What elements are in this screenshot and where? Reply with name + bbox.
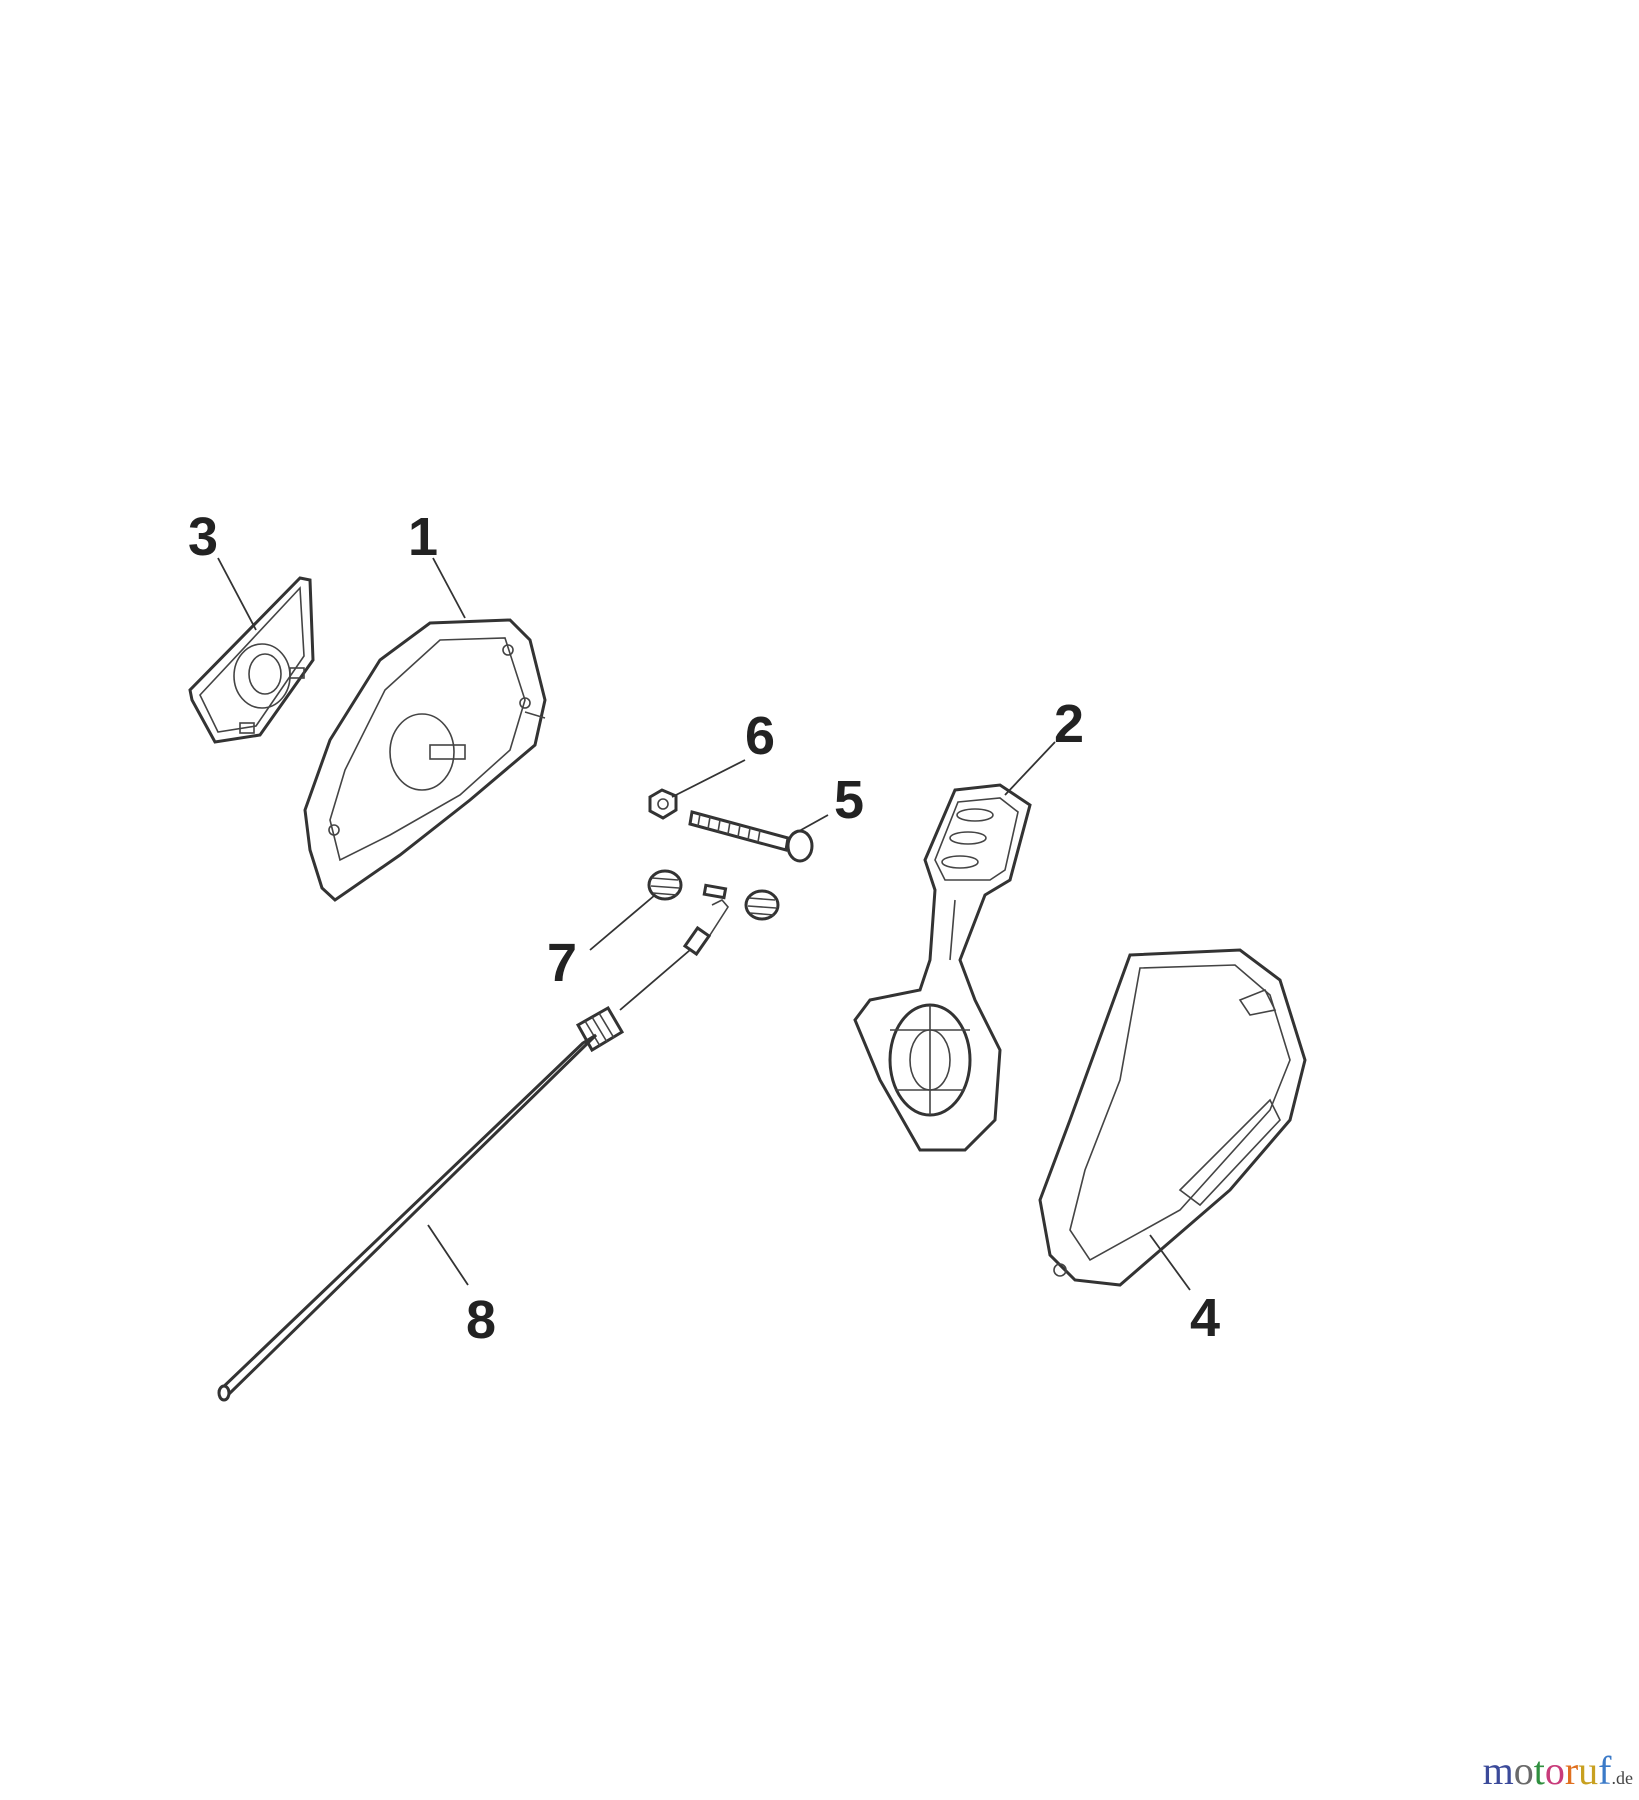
part-label-8: 8 (466, 1290, 496, 1350)
part-label-5: 5 (834, 770, 864, 830)
part-2-lever (853, 783, 1032, 1152)
leader-line-7 (589, 894, 656, 951)
motoruf-watermark-logo: motoruf.de (1482, 1748, 1633, 1793)
part-label-7: 7 (547, 933, 577, 993)
leader-line-8 (427, 1224, 469, 1286)
part-label-4: 4 (1190, 1288, 1220, 1348)
part-label-1: 1 (408, 507, 438, 567)
part-label-2: 2 (1054, 694, 1084, 754)
leader-line-3 (217, 557, 257, 631)
part-label-6: 6 (745, 706, 775, 766)
part-7-springs (647, 869, 780, 921)
part-3-cover-plate (188, 576, 315, 744)
part-4-cover (1038, 948, 1307, 1287)
leader-line-4 (1149, 1234, 1191, 1291)
leader-line-2 (1004, 741, 1056, 796)
leader-line-5 (791, 814, 829, 836)
leader-line-6 (671, 759, 746, 798)
leader-line-1 (432, 557, 466, 619)
part-5-screw (688, 810, 814, 863)
part-6-nut (648, 788, 678, 820)
part-8-cable (217, 899, 729, 1402)
part-label-3: 3 (188, 507, 218, 567)
part-1-housing (303, 618, 547, 902)
